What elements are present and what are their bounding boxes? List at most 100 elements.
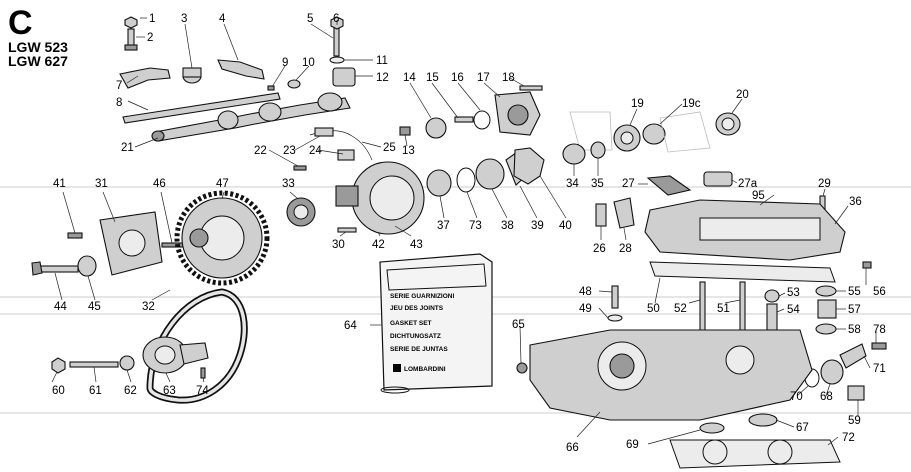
callout-44: 44 bbox=[54, 301, 67, 313]
callout-22: 22 bbox=[254, 145, 267, 157]
callout-51: 51 bbox=[717, 303, 730, 315]
gasket-set-brand: LOMBARDINI bbox=[404, 366, 446, 373]
callout-5: 5 bbox=[307, 13, 313, 25]
washer-49 bbox=[607, 314, 623, 322]
screw-2-head bbox=[124, 44, 138, 51]
callout-39: 39 bbox=[531, 220, 544, 232]
callout-46: 46 bbox=[153, 178, 166, 190]
screw-2 bbox=[127, 28, 135, 48]
seal-38 bbox=[475, 158, 505, 190]
callout-21: 21 bbox=[121, 142, 134, 154]
callout-72: 72 bbox=[842, 432, 855, 444]
camshaft-end bbox=[151, 130, 165, 142]
cam-lobe-c bbox=[217, 110, 239, 130]
callout-15: 15 bbox=[426, 72, 439, 84]
o-ring-16 bbox=[473, 110, 491, 130]
camshaft-21 bbox=[154, 97, 351, 142]
guide-54 bbox=[766, 303, 778, 331]
callout-24: 24 bbox=[309, 145, 322, 157]
screw-18 bbox=[519, 85, 543, 91]
callout-18: 18 bbox=[502, 72, 515, 84]
seal-19c bbox=[642, 123, 666, 145]
gasket-set-line-1: SERIE GUARNIZIONI bbox=[390, 293, 454, 300]
cylinder-head-66 bbox=[529, 329, 813, 421]
pin-74 bbox=[200, 367, 206, 379]
bearing-37 bbox=[426, 169, 452, 197]
callout-70: 70 bbox=[790, 391, 803, 403]
gasket-set-line-3: GASKET SET bbox=[390, 320, 432, 327]
callout-95: 95 bbox=[752, 190, 765, 202]
gasket-set-line-5: SERIE DE JUNTAS bbox=[390, 346, 448, 353]
valve-cover-36-rib bbox=[699, 217, 821, 241]
callout-27: 27 bbox=[622, 178, 635, 190]
gasket-set-line-4: DICHTUNGSATZ bbox=[390, 333, 441, 340]
pulley-47-teeth bbox=[174, 190, 270, 286]
bearing-19-inner bbox=[620, 131, 634, 145]
callout-41: 41 bbox=[53, 178, 66, 190]
gasket-50 bbox=[649, 261, 836, 283]
callout-73: 73 bbox=[469, 220, 482, 232]
pump-body-43 bbox=[335, 185, 359, 207]
callout-35: 35 bbox=[591, 178, 604, 190]
nut-60 bbox=[51, 357, 66, 374]
callout-68: 68 bbox=[820, 391, 833, 403]
callout-25: 25 bbox=[383, 142, 396, 154]
callout-29: 29 bbox=[818, 178, 831, 190]
head-gasket-72-hole-1 bbox=[702, 439, 728, 465]
callout-7: 7 bbox=[116, 80, 122, 92]
callout-48: 48 bbox=[579, 286, 592, 298]
callout-14: 14 bbox=[403, 72, 416, 84]
callout-19: 19 bbox=[631, 98, 644, 110]
callout-19c: 19c bbox=[682, 98, 701, 110]
timing-belt-32-inner bbox=[148, 290, 246, 402]
part-drawings bbox=[31, 16, 887, 469]
callout-53: 53 bbox=[787, 287, 800, 299]
flange-31-bore bbox=[118, 229, 146, 257]
callout-52: 52 bbox=[674, 303, 687, 315]
callout-3: 3 bbox=[181, 13, 187, 25]
model-1: LGW 523 bbox=[8, 39, 68, 55]
callout-74: 74 bbox=[196, 385, 209, 397]
bushing-3-body bbox=[182, 67, 202, 78]
callout-28: 28 bbox=[619, 243, 632, 255]
callout-67: 67 bbox=[796, 422, 809, 434]
impeller-40 bbox=[513, 147, 545, 185]
bracket-27 bbox=[646, 175, 692, 196]
screw-15 bbox=[454, 116, 474, 123]
sleeve-68 bbox=[820, 359, 844, 385]
callout-64: 64 bbox=[344, 320, 357, 332]
head-gasket-72 bbox=[669, 439, 841, 469]
callout-50: 50 bbox=[647, 303, 660, 315]
spacer-26 bbox=[595, 203, 607, 227]
valve-52 bbox=[699, 281, 706, 338]
callout-60: 60 bbox=[52, 385, 65, 397]
spacer-13 bbox=[399, 126, 411, 136]
callout-61: 61 bbox=[89, 385, 102, 397]
screw-30 bbox=[337, 227, 357, 233]
section-letter: C bbox=[8, 4, 33, 42]
callout-62: 62 bbox=[124, 385, 137, 397]
callout-78: 78 bbox=[873, 324, 886, 336]
callout-36: 36 bbox=[849, 196, 862, 208]
rocker-arm-7 bbox=[119, 67, 171, 89]
lombardini-logo-icon bbox=[393, 364, 401, 372]
callout-9: 9 bbox=[282, 57, 288, 69]
seal-69 bbox=[699, 422, 725, 434]
callout-12: 12 bbox=[376, 72, 389, 84]
tensioner-63-arm bbox=[179, 342, 209, 365]
gasket-set-line-2: JEU DES JOINTS bbox=[390, 305, 444, 312]
callout-4: 4 bbox=[219, 13, 226, 25]
pulley-47-bore bbox=[189, 228, 209, 248]
plug-65 bbox=[516, 362, 528, 374]
callout-42: 42 bbox=[372, 239, 385, 251]
ring-10 bbox=[287, 79, 301, 89]
rocker-arm-4 bbox=[217, 59, 265, 80]
plug-59 bbox=[847, 385, 865, 401]
seal-53 bbox=[764, 289, 780, 303]
pin-46 bbox=[161, 242, 185, 248]
valve-51 bbox=[739, 281, 746, 338]
callout-10: 10 bbox=[302, 57, 315, 69]
callout-47: 47 bbox=[216, 178, 229, 190]
plug-56 bbox=[862, 261, 872, 269]
